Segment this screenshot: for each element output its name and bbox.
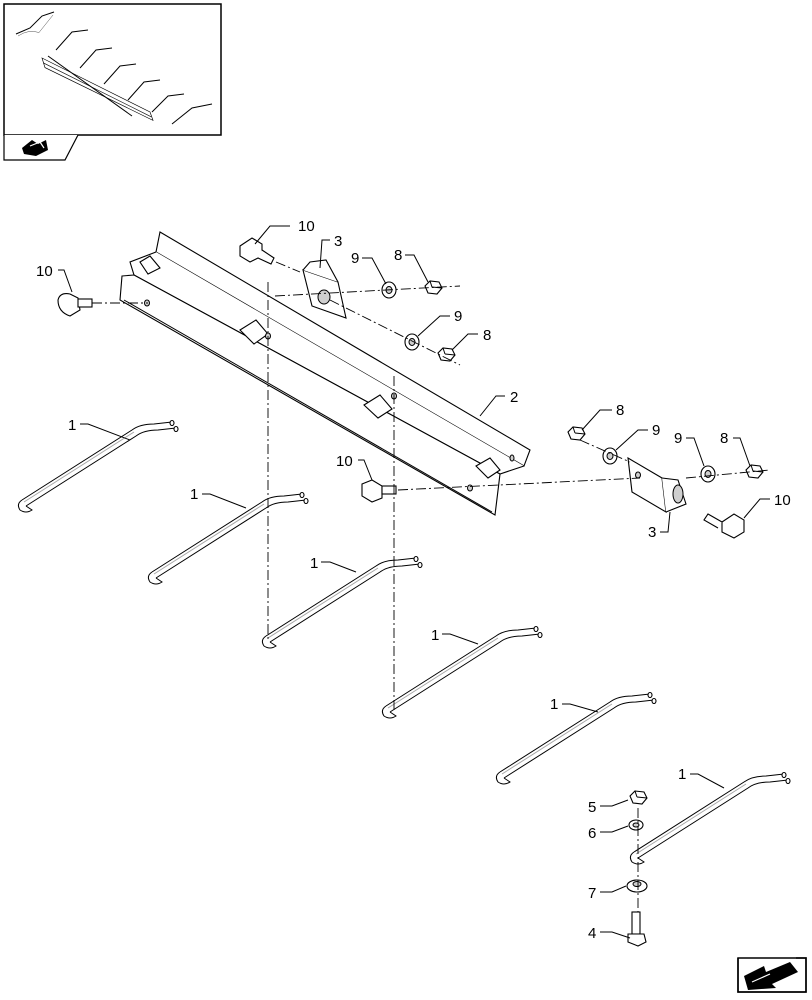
bracket-right [627, 456, 687, 514]
nut-5 [629, 790, 648, 805]
callout-4: 4 [588, 925, 596, 942]
callout-9-top: 9 [351, 250, 359, 267]
bolt-10-top [239, 237, 275, 265]
washer-6 [628, 819, 644, 831]
callout-7: 7 [588, 885, 596, 902]
tine-6 [629, 771, 791, 865]
view-orientation-icon [22, 140, 48, 156]
callout-1-b: 1 [190, 486, 198, 503]
callout-2: 2 [510, 389, 518, 406]
washer-7 [626, 879, 648, 893]
callout-9-middle: 9 [454, 308, 462, 325]
callout-6: 6 [588, 825, 596, 842]
bolt-4 [627, 911, 647, 947]
callout-5: 5 [588, 799, 596, 816]
tine-4 [381, 625, 543, 719]
callout-9-right-b: 9 [674, 430, 682, 447]
tine-1 [17, 419, 179, 513]
washer-9-d [700, 465, 716, 483]
callout-10-middle: 10 [336, 453, 353, 470]
callout-9-right-a: 9 [652, 422, 660, 439]
callout-3-right: 3 [648, 524, 656, 541]
overview-thumbnail [3, 3, 222, 161]
callout-8-middle: 8 [483, 327, 491, 344]
callout-1-f: 1 [678, 766, 686, 783]
bracket-top [302, 259, 347, 319]
callout-1-c: 1 [310, 555, 318, 572]
washer-9-c [602, 447, 618, 465]
tine-2 [147, 491, 309, 585]
assembly-lines [92, 261, 771, 912]
callout-1-d: 1 [431, 627, 439, 644]
callout-10-right: 10 [774, 492, 791, 509]
callout-1-e: 1 [550, 696, 558, 713]
mounting-bar [119, 231, 531, 516]
callout-10-top: 10 [298, 218, 315, 235]
callout-8-right-b: 8 [720, 430, 728, 447]
callout-10-left: 10 [36, 263, 53, 280]
callout-3-top: 3 [334, 233, 342, 250]
callout-1-a: 1 [68, 417, 76, 434]
next-view-navigation-icon[interactable] [737, 957, 807, 993]
washer-9-b [404, 333, 420, 351]
callout-8-right-a: 8 [616, 402, 624, 419]
callouts: 10 3 9 8 10 9 8 2 10 8 9 9 8 [36, 218, 791, 942]
bolt-10-left [57, 293, 93, 317]
bolt-10-middle [361, 479, 397, 503]
bolt-10-right [703, 513, 745, 539]
callout-8-top: 8 [394, 247, 402, 264]
tine-3 [261, 555, 423, 649]
